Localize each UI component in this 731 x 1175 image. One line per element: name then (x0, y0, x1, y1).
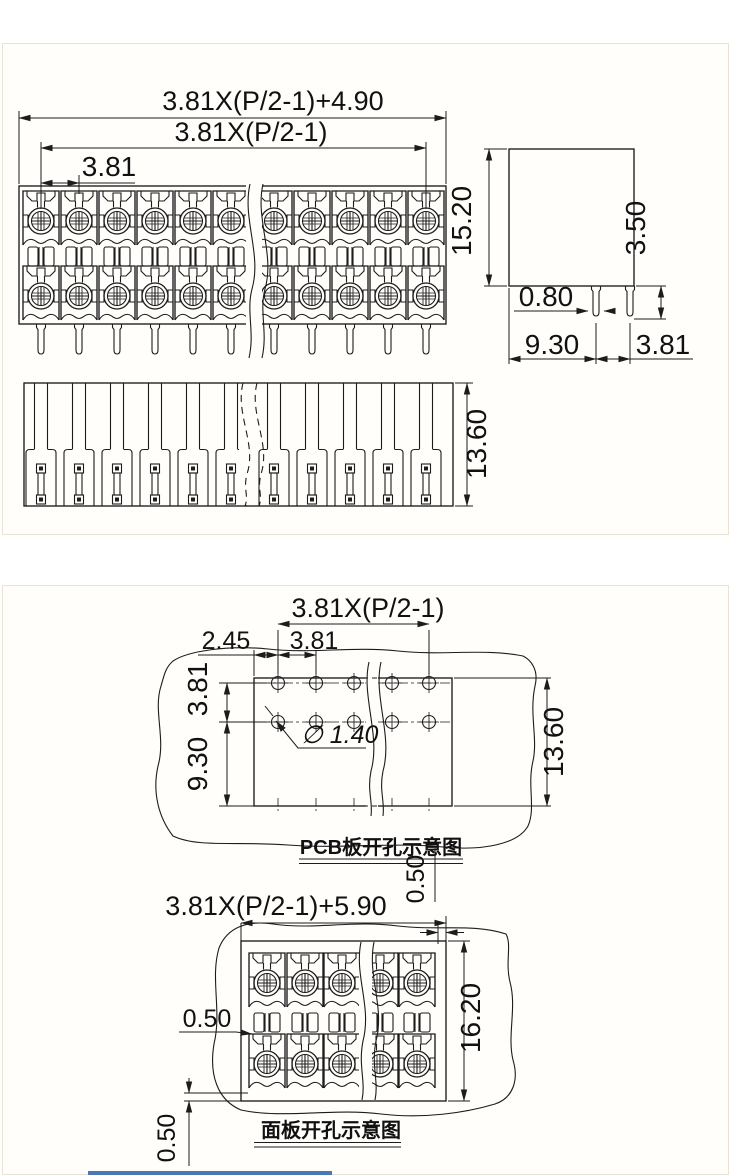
dim-depth: 13.60 (461, 409, 492, 479)
pcb-board-outline (155, 647, 537, 849)
front-view-dimensions: 3.81X(P/2-1)+4.90 3.81X(P/2-1) 3.81 (18, 86, 447, 209)
dim-pcb-depth: 13.60 (538, 707, 569, 777)
bottom-view-dimensions: 13.60 (455, 382, 492, 507)
product-views-panel: 3.81X(P/2-1)+4.90 3.81X(P/2-1) 3.81 15.2… (2, 43, 729, 535)
dim-pin-pitch: 3.81 (636, 329, 691, 360)
panel-view-title: 面板开孔示意图 (261, 1118, 401, 1142)
dim-pitch: 3.81 (82, 151, 137, 182)
dim-pcb-row-pitch: 3.81 (182, 662, 213, 717)
mounting-diagrams-drawing: 3.81X(P/2-1) 2.45 3.81 3.81 9.30 ∅ 1.40 (153, 593, 569, 1166)
dim-left-clearance: 0.50 (183, 1005, 232, 1033)
front-view: 3.81X(P/2-1)+4.90 3.81X(P/2-1) 3.81 (18, 86, 447, 360)
break-line (371, 941, 380, 1101)
side-view: 15.20 3.50 0.80 9.30 3.81 (446, 148, 693, 364)
dim-pcb-span: 3.81X(P/2-1) (291, 593, 444, 623)
break-line (358, 941, 367, 1101)
dim-top-clearance: 0.50 (402, 855, 430, 904)
break-line (247, 183, 256, 359)
panel-cutout-view: 3.81X(P/2-1)+5.90 0.50 0.50 16.20 (153, 848, 516, 1166)
bottom-accent-strip (88, 1171, 332, 1175)
pcb-view-title: PCB板开孔示意图 (300, 835, 462, 859)
side-view-dimensions: 15.20 3.50 0.80 9.30 3.81 (446, 148, 693, 364)
bottom-view: 13.60 (23, 382, 492, 507)
dim-pcb-edge: 2.45 (202, 627, 251, 655)
pcb-dimensions: 3.81X(P/2-1) 2.45 3.81 3.81 9.30 ∅ 1.40 (182, 593, 569, 807)
break-line (366, 661, 375, 817)
dim-overall-width: 3.81X(P/2-1)+4.90 (162, 86, 383, 116)
dim-cutout-height: 16.20 (455, 983, 486, 1053)
cutout-rect (240, 940, 447, 1102)
dim-cutout-width: 3.81X(P/2-1)+5.90 (165, 891, 386, 921)
dim-pin-length: 3.50 (620, 201, 651, 256)
dim-pcb-row-edge: 9.30 (182, 737, 213, 792)
break-line (260, 183, 269, 359)
break-line (254, 382, 265, 507)
mounting-diagrams-panel: 3.81X(P/2-1) 2.45 3.81 3.81 9.30 ∅ 1.40 (2, 585, 729, 1175)
dim-bottom-clearance: 0.50 (153, 1114, 181, 1163)
break-line (240, 382, 251, 507)
pcb-rect (253, 677, 453, 807)
dim-span: 3.81X(P/2-1) (174, 117, 327, 147)
dim-body-height: 15.20 (446, 186, 477, 256)
dim-hole-diameter: ∅ 1.40 (301, 721, 378, 749)
dim-pin-width: 0.80 (519, 281, 574, 312)
product-views-drawing: 3.81X(P/2-1)+4.90 3.81X(P/2-1) 3.81 15.2… (18, 86, 693, 507)
dim-pcb-pitch: 3.81 (290, 627, 339, 655)
panel-dimensions: 3.81X(P/2-1)+5.90 0.50 0.50 16.20 (153, 848, 486, 1166)
dim-pin-inset: 9.30 (525, 329, 580, 360)
break-line (378, 661, 387, 817)
pcb-drill-view: 3.81X(P/2-1) 2.45 3.81 3.81 9.30 ∅ 1.40 (155, 593, 569, 865)
